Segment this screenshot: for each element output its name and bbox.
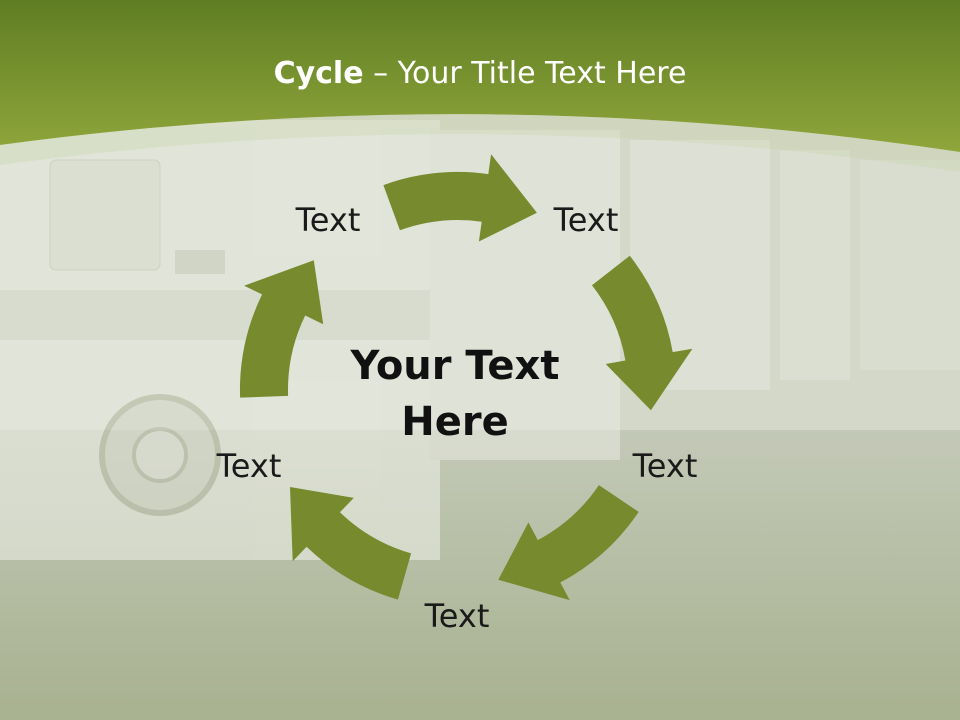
header-band — [0, 0, 960, 152]
faded-trucks-photo — [0, 120, 960, 560]
cycle-arrow-5 — [239, 260, 324, 398]
cycle-node-3: Text — [632, 447, 698, 485]
center-text: Your Text Here — [330, 338, 580, 450]
center-text-line-1: Your Text — [350, 343, 560, 389]
cycle-arrow-2 — [592, 255, 693, 411]
cycle-arrow-4 — [290, 487, 412, 600]
cycle-node-4: Text — [424, 597, 490, 635]
title-bold: Cycle — [273, 56, 364, 91]
cycle-arrow-3 — [498, 485, 639, 601]
title-rest: – Your Title Text Here — [363, 56, 687, 91]
cycle-node-1: Text — [295, 201, 361, 239]
center-text-line-2: Here — [401, 399, 509, 445]
cycle-node-5: Text — [216, 447, 282, 485]
slide-title: Cycle – Your Title Text Here — [0, 52, 960, 96]
cycle-arrow-1 — [383, 154, 537, 242]
cycle-node-2: Text — [553, 201, 619, 239]
